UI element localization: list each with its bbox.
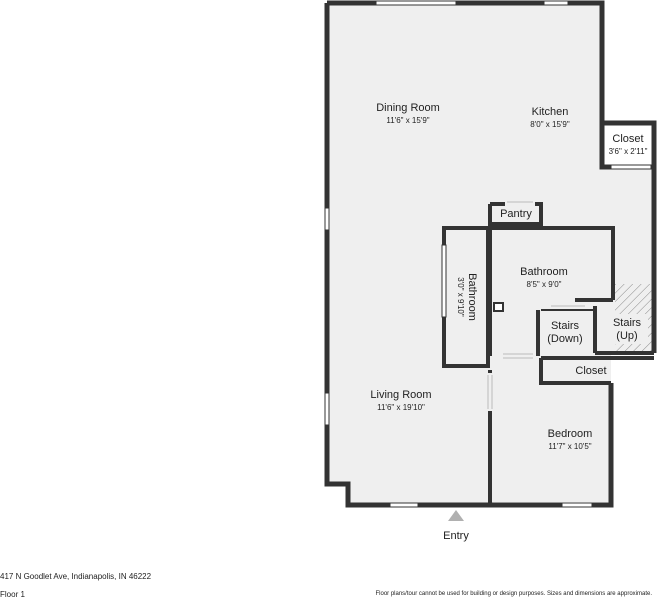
entry-label: Entry [443,530,469,542]
bedroom-dims: 11'7" x 10'5" [548,442,591,451]
kitchen-name: Kitchen [532,106,569,118]
living-room-dims: 11'6" x 19'10" [377,403,425,412]
closet-bottom-name: Closet [575,365,606,377]
stairs-up-line1: Stairs [613,317,642,329]
closet-top-name: Closet [612,133,643,145]
stairs-up-line2: (Up) [616,330,637,342]
disclaimer: Floor plans/tour cannot be used for buil… [375,591,653,597]
dining-room-name: Dining Room [376,102,440,114]
kitchen-dims: 8'0" x 15'9" [530,120,570,129]
windows [324,0,652,508]
living-room-name: Living Room [370,389,431,401]
bathroom-left-dims: 3'0" x 9'10" [456,277,465,317]
bathroom-fixture [493,302,504,312]
entry-arrow-icon [448,510,464,521]
dining-room-dims: 11'6" x 15'9" [386,116,429,125]
bathroom-center-name: Bathroom [520,266,568,278]
stairs-down-line2: (Down) [547,333,582,345]
bathroom-center-dims: 8'5" x 9'0" [527,280,562,289]
stairs-up-label-bg [606,314,648,344]
closet-top-dims: 3'6" x 2'11" [609,147,648,156]
door-frames [487,201,585,409]
floor-label: Floor 1 [0,590,25,599]
pantry-name: Pantry [500,208,532,220]
bathroom-left-name: Bathroom [466,273,478,321]
property-address: 417 N Goodlet Ave, Indianapolis, IN 4622… [0,572,152,581]
bathroom-left-label: Bathroom 3'0" x 9'10" [456,273,478,321]
bedroom-name: Bedroom [548,428,593,440]
stairs-down-line1: Stairs [551,320,580,332]
